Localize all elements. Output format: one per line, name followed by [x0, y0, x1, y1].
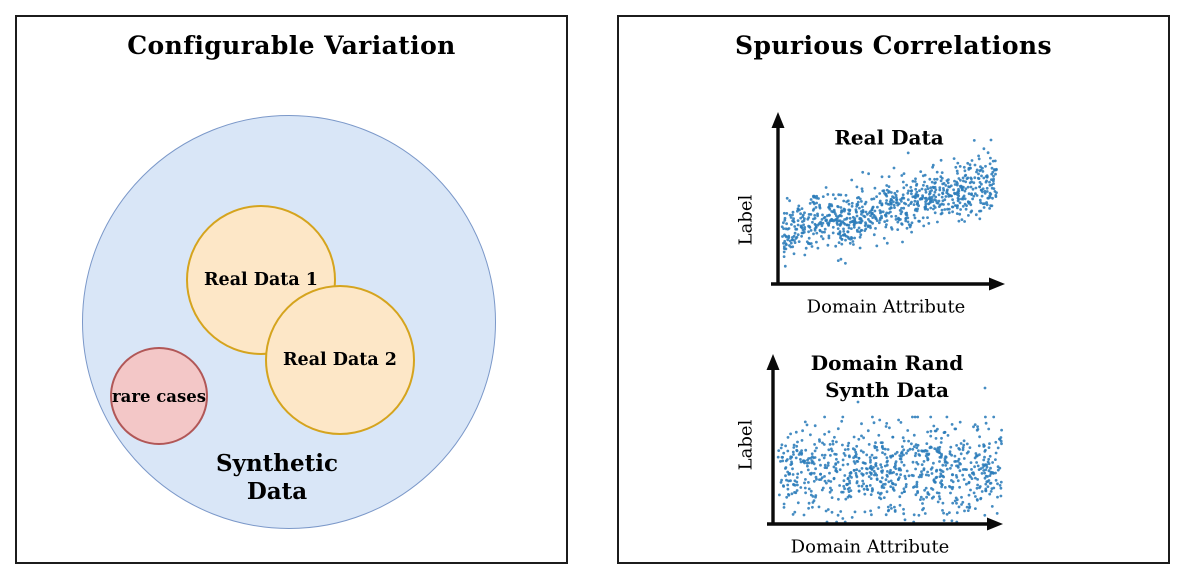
synth-data-xlabel: Domain Attribute	[790, 536, 950, 558]
synth-data-plot-title-line1: Domain Rand	[810, 351, 964, 375]
synth-data-scatter-plot	[766, 354, 1003, 531]
synth-data-plot-title-line2: Synth Data	[825, 378, 949, 402]
synth-data-plot-title: Domain Rand Synth Data	[811, 350, 963, 404]
real-data-2-label: Real Data 2	[283, 350, 397, 370]
left-panel-title: Configurable Variation	[127, 31, 456, 60]
synthetic-data-label-line1: Synthetic	[215, 450, 339, 477]
real-data-1-circle: Real Data 1	[186, 205, 336, 355]
synthetic-data-label-line2: Data	[246, 478, 308, 505]
right-panel-title: Spurious Correlations	[735, 31, 1052, 60]
real-data-ylabel: Label	[735, 194, 757, 246]
real-data-plot-title: Real Data	[834, 125, 944, 150]
rare-cases-circle: rare cases	[110, 347, 208, 445]
rare-cases-label: rare cases	[111, 386, 207, 406]
real-data-scatter-plot	[771, 112, 1005, 291]
real-data-xlabel: Domain Attribute	[806, 296, 966, 318]
synth-data-ylabel: Label	[735, 419, 757, 471]
spurious-correlations-panel: Spurious Correlations Real Data Label Do…	[617, 15, 1170, 564]
configurable-variation-panel: Configurable Variation Real Data 1 Real …	[15, 15, 568, 564]
real-data-1-label: Real Data 1	[204, 270, 318, 290]
real-data-2-circle: Real Data 2	[265, 285, 415, 435]
